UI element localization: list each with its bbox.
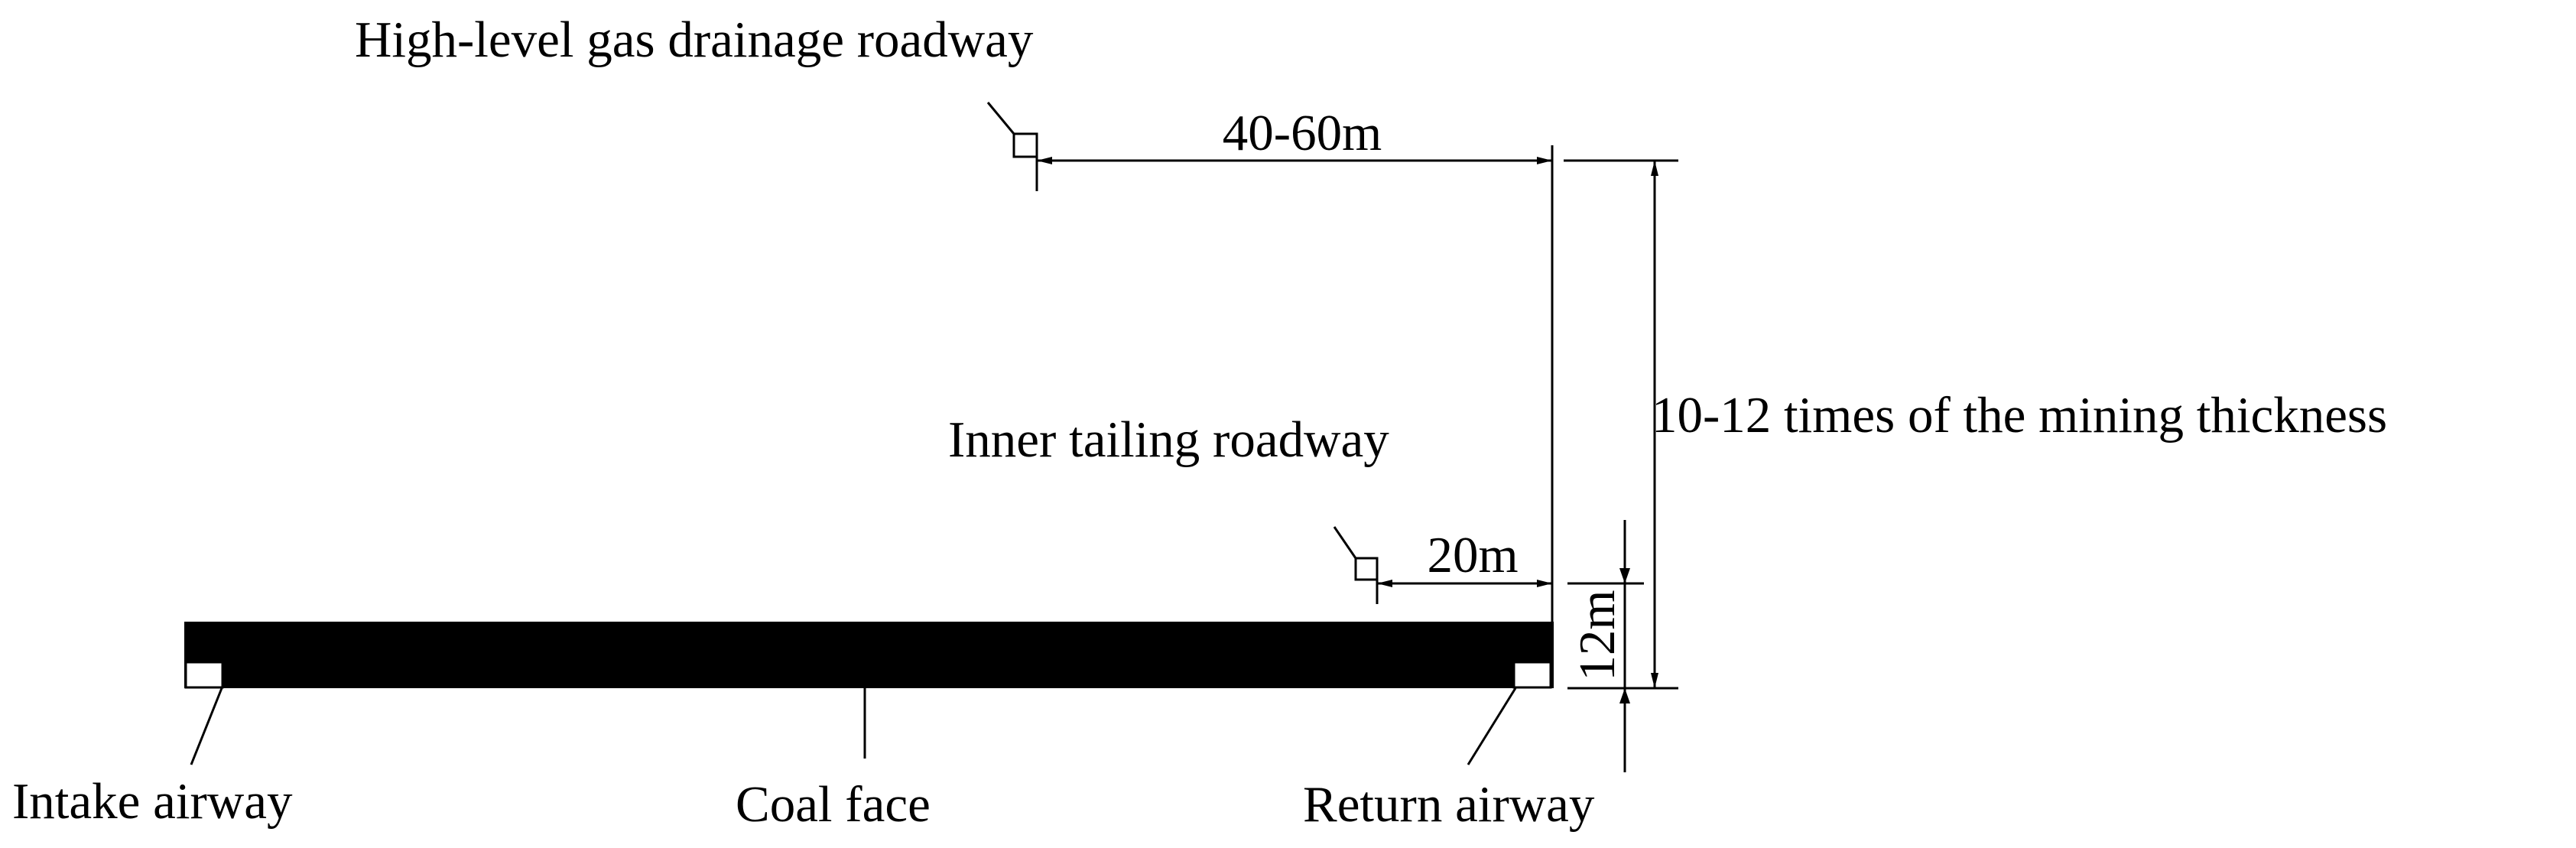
dim-label-40-60m: 40-60m — [1223, 105, 1382, 161]
dim-label-10-12-times: 10-12 times of the mining thickness — [1652, 387, 2387, 443]
leader-high-level — [986, 102, 1015, 135]
intake-airway-roadway — [184, 661, 224, 689]
dim-label-20m: 20m — [1427, 527, 1518, 583]
label-intake-airway: Intake airway — [12, 773, 293, 830]
inner-tailing-roadway-box — [1354, 557, 1379, 581]
coal-seam — [184, 622, 1554, 688]
leader-return — [1467, 687, 1517, 765]
return-airway-roadway — [1512, 661, 1552, 689]
label-return-airway: Return airway — [1303, 776, 1595, 833]
leader-inner-tailing — [1333, 526, 1357, 559]
dim-arrow-12m-top — [1619, 568, 1630, 583]
dim-arrow-12m-bottom — [1619, 688, 1630, 703]
label-inner-tailing-roadway: Inner tailing roadway — [948, 411, 1389, 468]
leader-intake — [190, 687, 223, 765]
label-high-level-roadway: High-level gas drainage roadway — [355, 11, 1034, 68]
high-level-roadway-box — [1012, 132, 1038, 158]
label-coal-face: Coal face — [736, 776, 931, 833]
dim-label-12m: 12m — [1569, 590, 1626, 681]
